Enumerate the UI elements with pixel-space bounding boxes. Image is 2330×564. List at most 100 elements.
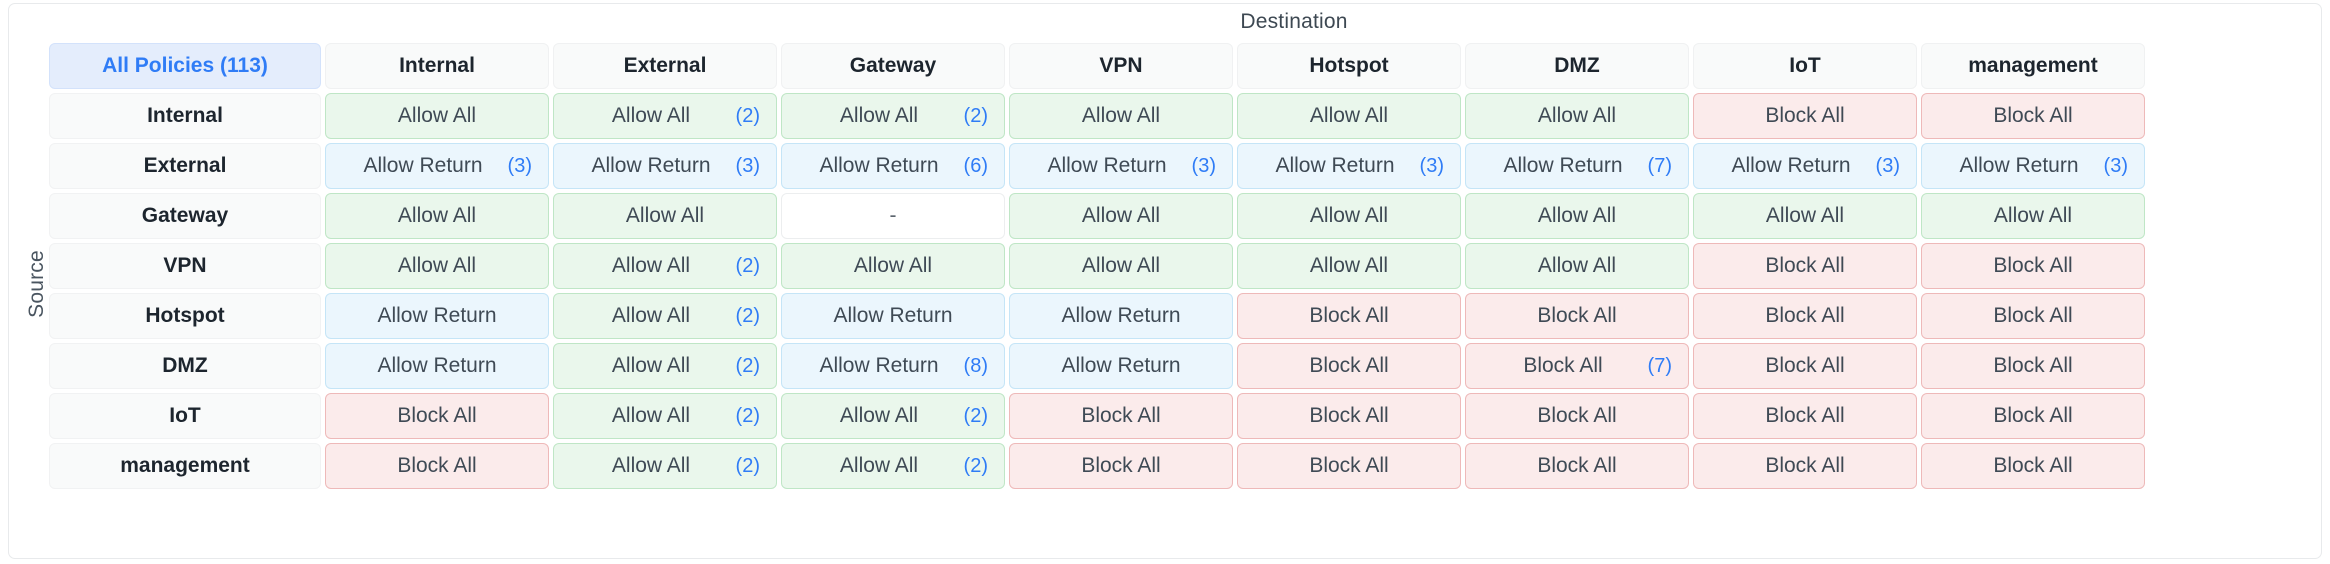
policy-cell-external-to-vpn[interactable]: Allow Return(3) <box>1009 143 1233 189</box>
policy-cell-hotspot-to-external[interactable]: Allow All(2) <box>553 293 777 339</box>
policy-cell-external-to-external[interactable]: Allow Return(3) <box>553 143 777 189</box>
matrix-cell: Block All <box>1237 443 1461 489</box>
policy-cell-vpn-to-internal[interactable]: Allow All <box>325 243 549 289</box>
policy-cell-vpn-to-vpn[interactable]: Allow All <box>1009 243 1233 289</box>
policy-cell-management-to-management[interactable]: Block All <box>1921 443 2145 489</box>
column-header-chip[interactable]: Internal <box>325 43 549 89</box>
policy-cell-iot-to-vpn[interactable]: Block All <box>1009 393 1233 439</box>
policy-cell-management-to-external[interactable]: Allow All(2) <box>553 443 777 489</box>
policy-cell-dmz-to-gateway[interactable]: Allow Return(8) <box>781 343 1005 389</box>
policy-cell-management-to-iot[interactable]: Block All <box>1693 443 1917 489</box>
policy-cell-dmz-to-iot[interactable]: Block All <box>1693 343 1917 389</box>
matrix-cell: Block All <box>1693 243 1917 289</box>
policy-cell-internal-to-vpn[interactable]: Allow All <box>1009 93 1233 139</box>
policy-cell-vpn-to-iot[interactable]: Block All <box>1693 243 1917 289</box>
column-header-chip[interactable]: External <box>553 43 777 89</box>
column-header-chip[interactable]: management <box>1921 43 2145 89</box>
policy-cell-vpn-to-management[interactable]: Block All <box>1921 243 2145 289</box>
policy-cell-gateway-to-gateway[interactable]: - <box>781 193 1005 239</box>
policy-cell-internal-to-dmz[interactable]: Allow All <box>1465 93 1689 139</box>
policy-cell-external-to-internal[interactable]: Allow Return(3) <box>325 143 549 189</box>
policy-cell-gateway-to-external[interactable]: Allow All <box>553 193 777 239</box>
policy-cell-gateway-to-iot[interactable]: Allow All <box>1693 193 1917 239</box>
matrix-cell: Allow All <box>325 93 549 139</box>
policy-cell-value: Allow All <box>1537 254 1617 277</box>
column-header-chip[interactable]: Gateway <box>781 43 1005 89</box>
policy-cell-management-to-internal[interactable]: Block All <box>325 443 549 489</box>
policy-cell-hotspot-to-hotspot[interactable]: Block All <box>1237 293 1461 339</box>
policy-cell-count: (3) <box>507 154 532 177</box>
policy-cell-vpn-to-dmz[interactable]: Allow All <box>1465 243 1689 289</box>
policy-cell-external-to-dmz[interactable]: Allow Return(7) <box>1465 143 1689 189</box>
row-header-chip[interactable]: Hotspot <box>49 293 321 339</box>
policy-cell-value: Block All <box>1765 304 1845 327</box>
policy-cell-internal-to-gateway[interactable]: Allow All(2) <box>781 93 1005 139</box>
policy-cell-internal-to-iot[interactable]: Block All <box>1693 93 1917 139</box>
policy-cell-value: Allow All <box>1309 204 1389 227</box>
policy-cell-dmz-to-external[interactable]: Allow All(2) <box>553 343 777 389</box>
column-header-chip[interactable]: DMZ <box>1465 43 1689 89</box>
row-header-chip[interactable]: Internal <box>49 93 321 139</box>
policy-cell-iot-to-management[interactable]: Block All <box>1921 393 2145 439</box>
row-header-chip[interactable]: IoT <box>49 393 321 439</box>
policy-cell-gateway-to-vpn[interactable]: Allow All <box>1009 193 1233 239</box>
policy-cell-management-to-hotspot[interactable]: Block All <box>1237 443 1461 489</box>
policy-cell-count: (2) <box>963 404 988 427</box>
row-header-chip[interactable]: Gateway <box>49 193 321 239</box>
policy-cell-internal-to-hotspot[interactable]: Allow All <box>1237 93 1461 139</box>
policy-cell-iot-to-external[interactable]: Allow All(2) <box>553 393 777 439</box>
row-header-chip[interactable]: management <box>49 443 321 489</box>
policy-cell-gateway-to-internal[interactable]: Allow All <box>325 193 549 239</box>
policy-cell-internal-to-internal[interactable]: Allow All <box>325 93 549 139</box>
policy-cell-value: Allow All <box>1081 104 1161 127</box>
column-header-chip[interactable]: Hotspot <box>1237 43 1461 89</box>
row-header-chip[interactable]: External <box>49 143 321 189</box>
matrix-cell: Allow All <box>1921 193 2145 239</box>
policy-cell-iot-to-gateway[interactable]: Allow All(2) <box>781 393 1005 439</box>
policy-cell-iot-to-iot[interactable]: Block All <box>1693 393 1917 439</box>
policy-cell-iot-to-internal[interactable]: Block All <box>325 393 549 439</box>
policy-cell-iot-to-hotspot[interactable]: Block All <box>1237 393 1461 439</box>
policy-cell-internal-to-external[interactable]: Allow All(2) <box>553 93 777 139</box>
policy-cell-external-to-gateway[interactable]: Allow Return(6) <box>781 143 1005 189</box>
row-header-hotspot: Hotspot <box>49 293 321 339</box>
column-header-chip[interactable]: IoT <box>1693 43 1917 89</box>
policy-cell-management-to-dmz[interactable]: Block All <box>1465 443 1689 489</box>
policy-cell-gateway-to-management[interactable]: Allow All <box>1921 193 2145 239</box>
policy-cell-value: Allow Return <box>1503 154 1623 177</box>
policy-cell-hotspot-to-dmz[interactable]: Block All <box>1465 293 1689 339</box>
matrix-cell: Block All <box>1921 443 2145 489</box>
policy-cell-management-to-vpn[interactable]: Block All <box>1009 443 1233 489</box>
policy-cell-hotspot-to-iot[interactable]: Block All <box>1693 293 1917 339</box>
policy-cell-external-to-hotspot[interactable]: Allow Return(3) <box>1237 143 1461 189</box>
matrix-cell: Allow All <box>1465 93 1689 139</box>
row-header-chip[interactable]: DMZ <box>49 343 321 389</box>
policy-cell-vpn-to-gateway[interactable]: Allow All <box>781 243 1005 289</box>
policy-cell-dmz-to-internal[interactable]: Allow Return <box>325 343 549 389</box>
all-policies-button[interactable]: All Policies (113) <box>49 43 321 89</box>
policy-cell-external-to-management[interactable]: Allow Return(3) <box>1921 143 2145 189</box>
policy-cell-hotspot-to-management[interactable]: Block All <box>1921 293 2145 339</box>
policy-cell-value: Block All <box>1081 404 1161 427</box>
policy-cell-vpn-to-external[interactable]: Allow All(2) <box>553 243 777 289</box>
row-header-chip[interactable]: VPN <box>49 243 321 289</box>
policy-cell-iot-to-dmz[interactable]: Block All <box>1465 393 1689 439</box>
policy-cell-external-to-iot[interactable]: Allow Return(3) <box>1693 143 1917 189</box>
policy-cell-gateway-to-hotspot[interactable]: Allow All <box>1237 193 1461 239</box>
policy-cell-dmz-to-dmz[interactable]: Block All(7) <box>1465 343 1689 389</box>
policy-cell-dmz-to-hotspot[interactable]: Block All <box>1237 343 1461 389</box>
policy-cell-gateway-to-dmz[interactable]: Allow All <box>1465 193 1689 239</box>
column-header-chip[interactable]: VPN <box>1009 43 1233 89</box>
matrix-cell: Allow Return(3) <box>325 143 549 189</box>
policy-cell-management-to-gateway[interactable]: Allow All(2) <box>781 443 1005 489</box>
matrix-cell: Allow All <box>1237 93 1461 139</box>
policy-cell-internal-to-management[interactable]: Block All <box>1921 93 2145 139</box>
policy-cell-vpn-to-hotspot[interactable]: Allow All <box>1237 243 1461 289</box>
matrix-cell: Block All <box>1009 393 1233 439</box>
policy-cell-hotspot-to-vpn[interactable]: Allow Return <box>1009 293 1233 339</box>
policy-cell-hotspot-to-gateway[interactable]: Allow Return <box>781 293 1005 339</box>
policy-cell-hotspot-to-internal[interactable]: Allow Return <box>325 293 549 339</box>
policy-cell-dmz-to-management[interactable]: Block All <box>1921 343 2145 389</box>
policy-cell-value: Block All <box>1993 354 2073 377</box>
policy-cell-dmz-to-vpn[interactable]: Allow Return <box>1009 343 1233 389</box>
